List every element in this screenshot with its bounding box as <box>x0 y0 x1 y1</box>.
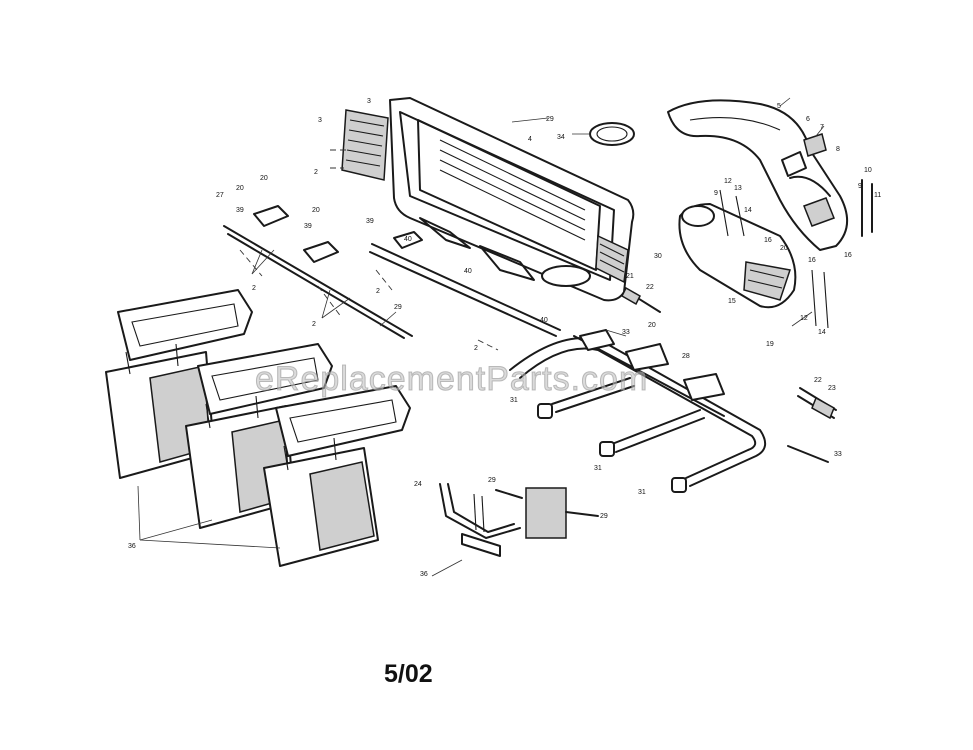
hitch-bracket <box>439 483 599 557</box>
callout-number: 23 <box>828 385 836 392</box>
callout-number: 15 <box>728 298 736 305</box>
date-code: 5/02 <box>384 660 433 688</box>
callout-number: 22 <box>814 377 822 384</box>
callout-number: 36 <box>128 543 136 550</box>
hardware-rods <box>621 179 873 329</box>
callout-number: 20 <box>236 185 244 192</box>
callout-number: 40 <box>404 236 412 243</box>
catcher-cover <box>389 97 635 302</box>
callout-number: 29 <box>488 477 496 484</box>
callout-number: 30 <box>654 253 662 260</box>
callout-number: 13 <box>734 185 742 192</box>
callout-number: 28 <box>682 353 690 360</box>
callout-number: 40 <box>464 268 472 275</box>
mesh-screen <box>330 109 389 181</box>
chute-adapter <box>678 203 797 309</box>
callout-number: 20 <box>648 322 656 329</box>
callout-number: 5 <box>777 103 781 110</box>
callout-number: 31 <box>510 397 518 404</box>
callout-number: 11 <box>874 192 881 199</box>
grass-bags <box>105 289 411 567</box>
callout-number: 39 <box>236 207 244 214</box>
callout-number: 24 <box>414 481 422 488</box>
callout-number: 29 <box>600 513 608 520</box>
bag-frame-rods <box>223 205 561 351</box>
callout-number: 12 <box>800 315 808 322</box>
callout-number: 2 <box>474 345 478 352</box>
callout-number: 22 <box>646 284 654 291</box>
hitch-pin <box>787 387 837 463</box>
callout-number: 12 <box>724 178 732 185</box>
callout-number: 39 <box>366 218 374 225</box>
callout-number: 2 <box>252 285 256 292</box>
callout-number: 34 <box>557 134 565 141</box>
callout-number: 29 <box>546 116 554 123</box>
callout-number: 29 <box>394 304 402 311</box>
callout-number: 10 <box>864 167 872 174</box>
callout-number: 9 <box>858 183 862 190</box>
callout-number: 20 <box>260 175 268 182</box>
callout-number: 7 <box>820 124 824 131</box>
callout-number: 8 <box>836 146 840 153</box>
callout-number: 33 <box>834 451 842 458</box>
callout-number: 33 <box>622 329 630 336</box>
callout-number: 3 <box>318 117 322 124</box>
callout-number: 16 <box>844 252 852 259</box>
callout-number: 3 <box>367 98 371 105</box>
callout-number: 40 <box>540 317 548 324</box>
callout-number: 9 <box>714 190 718 197</box>
callout-number: 2 <box>376 288 380 295</box>
callout-number: 16 <box>808 257 816 264</box>
callout-numbers: 3 3 2 29 34 4 5 6 7 8 10 9 11 12 13 9 14… <box>128 98 881 578</box>
callout-number: 27 <box>216 192 224 199</box>
callout-number: 21 <box>626 273 634 280</box>
callout-number: 19 <box>766 341 774 348</box>
discharge-chute <box>667 99 848 251</box>
callout-number: 14 <box>744 207 752 214</box>
callout-number: 2 <box>312 321 316 328</box>
callout-number: 31 <box>638 489 646 496</box>
watermark: eReplacementParts.com <box>254 360 649 399</box>
callout-number: 16 <box>764 237 772 244</box>
leader-lines <box>251 97 825 577</box>
support-frame <box>509 329 767 493</box>
callout-number: 6 <box>806 116 810 123</box>
callout-number: 20 <box>780 245 788 252</box>
callout-number: 31 <box>594 465 602 472</box>
callout-number: 4 <box>528 136 532 143</box>
callout-number: 20 <box>312 207 320 214</box>
callout-number: 2 <box>314 169 318 176</box>
ring-gasket <box>589 122 635 146</box>
callout-number: 39 <box>304 223 312 230</box>
callout-number: 14 <box>818 329 826 336</box>
callout-number: 36 <box>420 571 428 578</box>
